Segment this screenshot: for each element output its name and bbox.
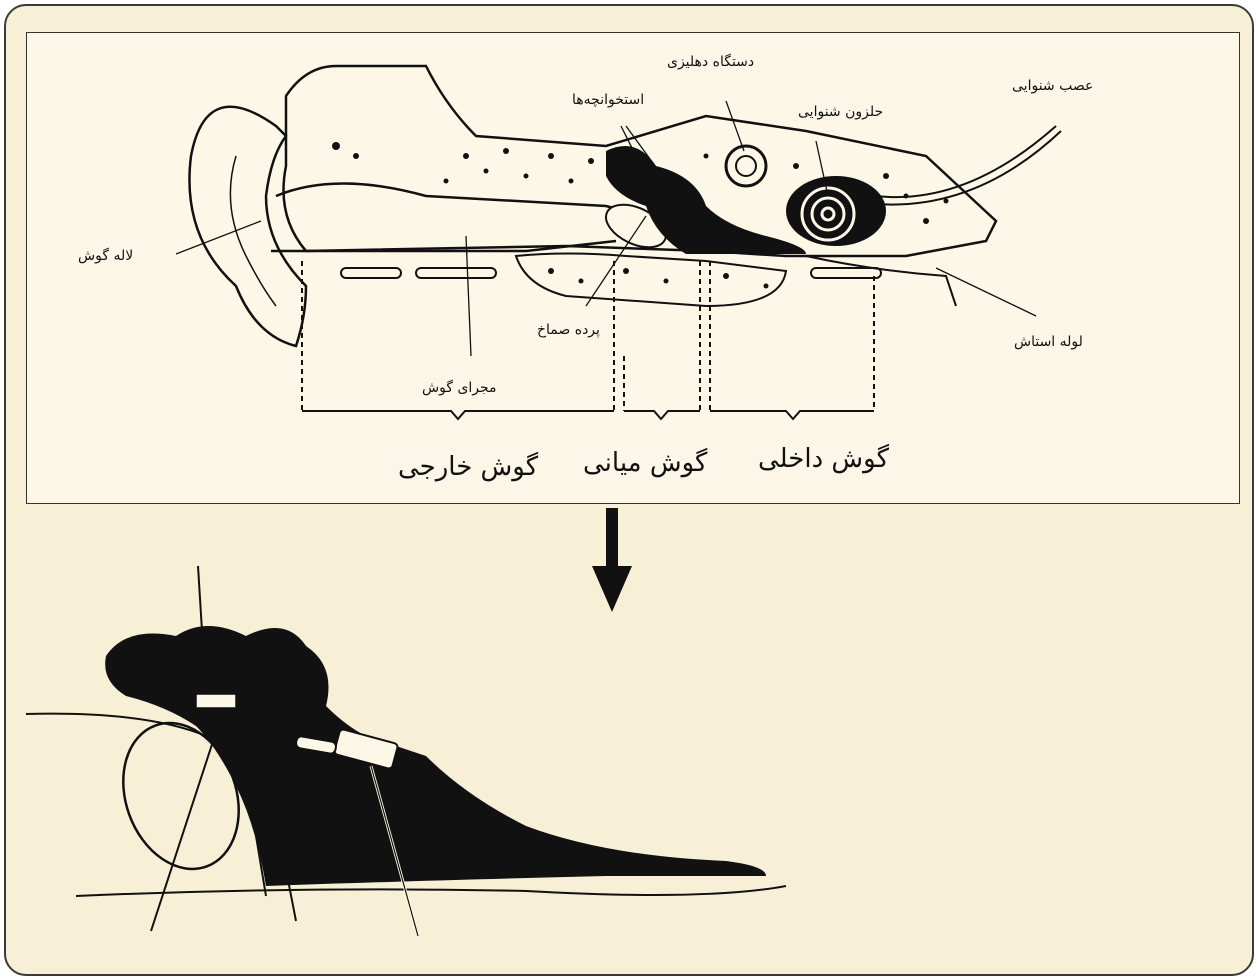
label-auditory-nerve: عصب شنوایی	[1006, 76, 1099, 96]
label-cochlea: حلزون شنوایی	[792, 102, 889, 122]
figure-frame: دستگاه دهلیزی عصب شنوایی استخوانچه‌ها حل…	[4, 4, 1254, 976]
label-eardrum: پرده صماخ	[531, 320, 606, 340]
section-middle-ear: گوش میانی	[571, 442, 719, 484]
label-vestibular: دستگاه دهلیزی	[661, 52, 760, 72]
label-ossicles: استخوانچه‌ها	[566, 90, 650, 110]
section-brackets	[302, 411, 874, 419]
label-eustachian: لوله استاش	[1008, 332, 1089, 352]
label-pinna: لاله گوش	[72, 246, 139, 266]
lower-bone	[516, 254, 786, 307]
arrow-shaft	[606, 508, 618, 568]
arrow-head	[592, 566, 632, 612]
silhouette-drawing	[26, 566, 786, 936]
section-inner-ear: گوش داخلی	[746, 438, 901, 480]
section-outer-ear: گوش خارجی	[386, 446, 550, 488]
eustachian-tube	[806, 256, 956, 306]
ear-anatomy-drawing	[6, 6, 1252, 974]
label-ear-canal: مجرای گوش	[416, 378, 503, 398]
